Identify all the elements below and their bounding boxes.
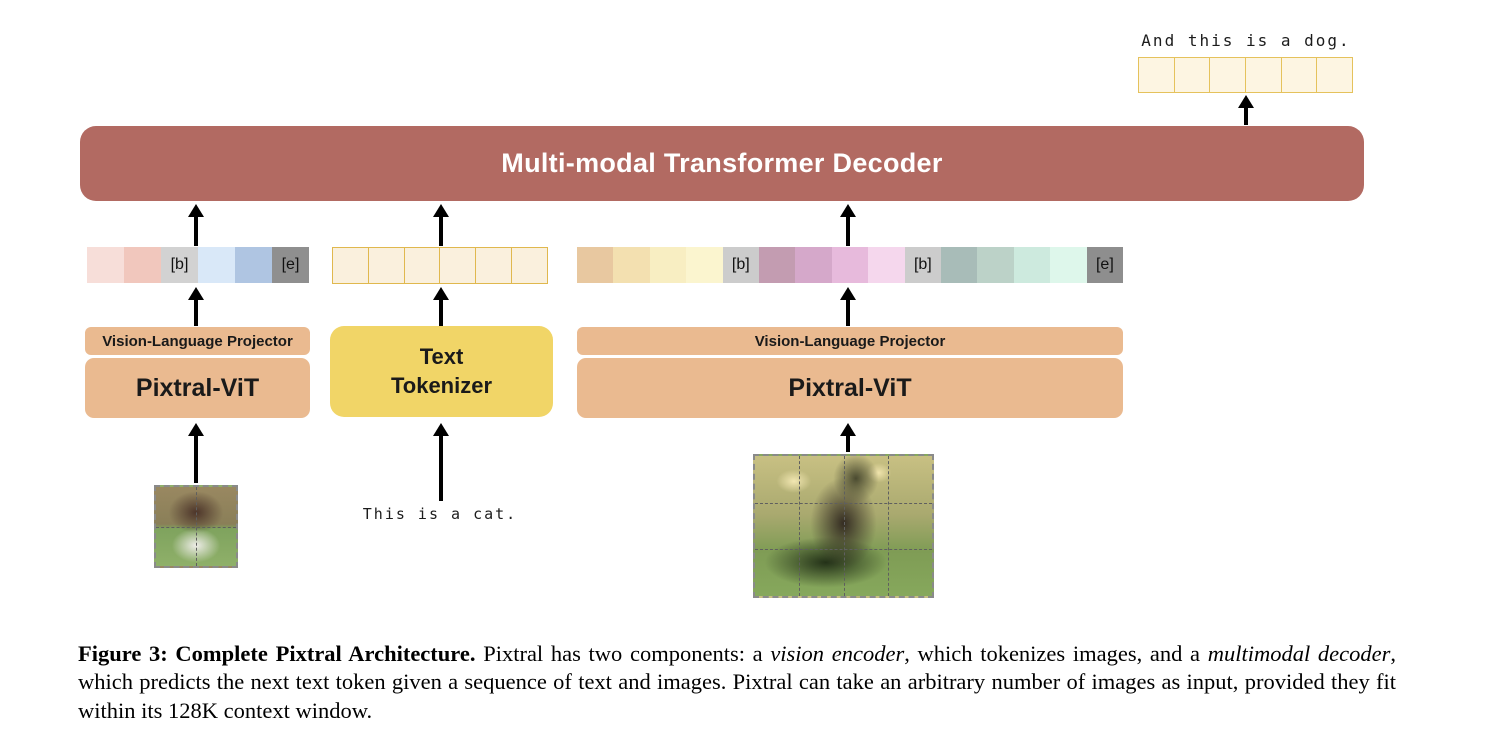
token-cell (198, 247, 235, 283)
caption-bold-title: Figure 3: Complete Pixtral Architecture. (78, 640, 476, 666)
caption-italic-multimodal-decoder: multimodal decoder (1207, 640, 1391, 666)
arrow-head-icon (188, 204, 204, 217)
token-cell (511, 247, 548, 284)
arrow-shaft (194, 433, 198, 483)
arrow-text-tokens-to-decoder (432, 204, 450, 246)
patch-grid-line (843, 456, 845, 596)
projector-right-label: Vision-Language Projector (754, 332, 946, 350)
vision-language-projector-left-block: Vision-Language Projector (85, 327, 310, 355)
arrow-shaft (439, 214, 443, 246)
token-cell (686, 247, 723, 283)
arrow-head-icon (433, 423, 449, 436)
token-cell (475, 247, 513, 284)
vit-right-label: Pixtral-ViT (788, 373, 912, 402)
arrow-shaft (846, 433, 850, 452)
arrow-input-text-to-tokenizer (432, 423, 450, 501)
arrow-projector-left-to-tokens (187, 287, 205, 326)
arrow-head-icon (840, 287, 856, 300)
caption-text: , which predicts the next text token giv… (78, 640, 1396, 723)
cat-input-image (154, 485, 238, 568)
vision-language-projector-right-block: Vision-Language Projector (577, 327, 1123, 355)
arrow-decoder-to-output-tokens (1237, 95, 1255, 125)
special-token-cell: [b] (161, 247, 198, 283)
token-cell (235, 247, 272, 283)
special-token-cell: [e] (272, 247, 309, 283)
arrow-shaft (846, 297, 850, 326)
token-cell (124, 247, 161, 283)
arrow-shaft (439, 297, 443, 326)
token-cell (759, 247, 796, 283)
projector-left-label: Vision-Language Projector (102, 332, 293, 350)
arrow-tokenizer-to-tokens (432, 287, 450, 326)
arrow-shaft (194, 297, 198, 326)
token-cell (577, 247, 614, 283)
token-cell (332, 247, 369, 284)
token-cell (367, 247, 405, 284)
multimodal-transformer-decoder-block: Multi-modal Transformer Decoder (80, 126, 1364, 201)
token-cell (439, 247, 477, 284)
patch-grid-line (156, 526, 236, 528)
token-cell (831, 247, 869, 283)
arrow-head-icon (433, 287, 449, 300)
token-cell (649, 247, 687, 283)
special-token-cell: [b] (722, 247, 760, 283)
token-cell (1050, 247, 1087, 283)
dog-input-image (753, 454, 934, 598)
token-cell (795, 247, 832, 283)
arrow-head-icon (188, 287, 204, 300)
arrow-image1-tokens-to-decoder (187, 204, 205, 246)
token-cell (1209, 57, 1247, 93)
text-tokenizer-block: Text Tokenizer (330, 326, 553, 417)
token-cell (613, 247, 650, 283)
figure-caption: Figure 3: Complete Pixtral Architecture.… (78, 640, 1396, 726)
arrow-projector-right-to-tokens (839, 287, 857, 326)
pixtral-vit-right-block: Pixtral-ViT (577, 358, 1123, 418)
patch-grid-line (799, 456, 801, 596)
decoder-label: Multi-modal Transformer Decoder (501, 148, 943, 178)
special-token-cell: [b] (904, 247, 942, 283)
arrow-shaft (846, 214, 850, 246)
caption-text: Pixtral has two components: a (483, 640, 771, 666)
arrow-dog-image-to-vit (839, 423, 857, 452)
token-cell (1173, 57, 1211, 93)
arrow-head-icon (433, 204, 449, 217)
arrow-cat-image-to-vit (187, 423, 205, 483)
token-cell (868, 247, 905, 283)
output-token-row (1138, 57, 1354, 93)
token-cell (403, 247, 441, 284)
output-text-label: And this is a dog. (1141, 31, 1351, 50)
arrow-shaft (439, 433, 443, 501)
patch-grid-line (755, 549, 932, 551)
token-cell (1245, 57, 1282, 93)
arrow-head-icon (840, 423, 856, 436)
tokenizer-label-line1: Text (419, 343, 464, 369)
arrow-shaft (194, 214, 198, 246)
patch-grid-line (887, 456, 889, 596)
pixtral-vit-left-block: Pixtral-ViT (85, 358, 310, 418)
token-cell (941, 247, 978, 283)
text-token-row (332, 247, 548, 284)
arrow-image2-tokens-to-decoder (839, 204, 857, 246)
token-cell (1280, 57, 1318, 93)
patch-grid-line (755, 502, 932, 504)
token-cell (1013, 247, 1051, 283)
caption-italic-vision-encoder: vision encoder (770, 640, 905, 666)
token-cell (1316, 57, 1354, 93)
special-token-cell: [e] (1086, 247, 1124, 283)
token-cell (87, 247, 124, 283)
image1-token-row: [b] [e] (87, 247, 309, 283)
tokenizer-label-line2: Tokenizer (390, 372, 493, 398)
caption-text: , which tokenizes images, and a (904, 640, 1208, 666)
image2-token-row: [b] [b] [e] (577, 247, 1124, 283)
token-cell (977, 247, 1014, 283)
token-cell (1138, 57, 1175, 93)
arrow-shaft (1244, 105, 1248, 125)
arrow-head-icon (840, 204, 856, 217)
vit-left-label: Pixtral-ViT (135, 373, 260, 402)
arrow-head-icon (1238, 95, 1254, 108)
input-text-label: This is a cat. (362, 505, 518, 523)
arrow-head-icon (188, 423, 204, 436)
